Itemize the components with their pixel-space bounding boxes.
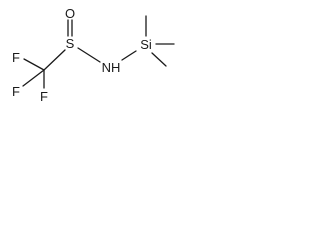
atom-fluorine-top: F [12,50,20,65]
bond-c-f-left [22,69,45,87]
atom-silicon: Si [140,37,152,52]
bond-c-s [43,49,66,71]
bond-s-n [77,47,101,63]
bond-si-methyl-bottom [151,52,167,67]
bond-n-si [121,50,137,61]
molecule-svg: O S NH Si F F F [12,6,175,104]
structure-diagram: O S NH Si F F F [0,0,184,118]
atom-labels: O S NH Si F F F [12,6,152,104]
atom-sulfur: S [66,36,75,51]
atom-fluorine-bottom: F [40,89,48,104]
bond-c-f-top [23,58,45,71]
atom-nh: NH [102,60,121,75]
atom-fluorine-left: F [12,84,20,99]
atom-oxygen: O [65,6,75,21]
bonds [22,15,175,89]
